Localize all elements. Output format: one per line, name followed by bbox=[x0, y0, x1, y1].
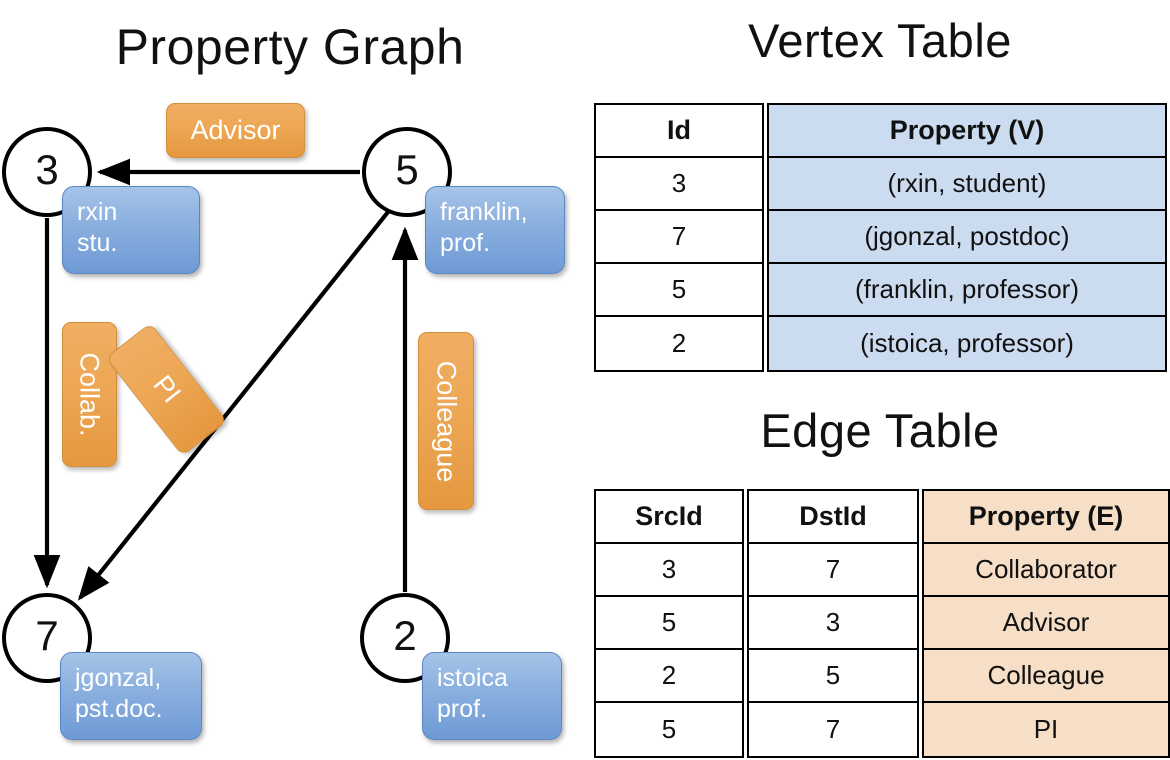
edge-table-property-column: Property (E) Collaborator Advisor Collea… bbox=[922, 489, 1170, 758]
node-label: 5 bbox=[395, 146, 419, 193]
edge-table-cell-srcid: 5 bbox=[596, 597, 742, 650]
edge-table-cell-property: Collaborator bbox=[924, 544, 1168, 597]
vertex-table-cell-property: (rxin, student) bbox=[769, 158, 1165, 211]
vertex-property-box-7: jgonzal, pst.doc. bbox=[60, 652, 202, 740]
vertex-property-box-3: rxin stu. bbox=[62, 186, 200, 274]
graph-edges-svg bbox=[33, 158, 419, 601]
vertex-table-property-column: Property (V) (rxin, student) (jgonzal, p… bbox=[767, 103, 1167, 372]
node-label: 7 bbox=[35, 612, 59, 659]
vertex-property-line1: franklin, bbox=[440, 198, 528, 226]
edge-table-cell-property: Colleague bbox=[924, 650, 1168, 703]
edge-table-cell-srcid: 3 bbox=[596, 544, 742, 597]
vertex-table-id-column: Id 3 7 5 2 bbox=[594, 103, 764, 372]
edge-label-text: Colleague bbox=[431, 360, 462, 482]
edge-table: SrcId 3 5 2 5 DstId 7 3 5 7 Property (E)… bbox=[594, 489, 1170, 758]
edge-table-cell-dstid: 3 bbox=[749, 597, 917, 650]
edge-table-cell-srcid: 2 bbox=[596, 650, 742, 703]
edge-table-header-property: Property (E) bbox=[924, 491, 1168, 544]
edge-table-cell-srcid: 5 bbox=[661, 714, 677, 744]
graph-node-2[interactable]: 2 bbox=[360, 593, 450, 683]
edge-label-colleague: Colleague bbox=[418, 332, 474, 510]
edge-label-text: Collab. bbox=[75, 352, 106, 437]
vertex-table-cell-id: 3 bbox=[596, 158, 762, 211]
vertex-property-line2: stu. bbox=[77, 229, 118, 257]
vertex-table-cell-property: (franklin, professor) bbox=[769, 264, 1165, 317]
edge-table-cell-property: Advisor bbox=[924, 597, 1168, 650]
vertex-property-line1: jgonzal, bbox=[75, 664, 162, 692]
vertex-table-cell-property: (jgonzal, postdoc) bbox=[769, 211, 1165, 264]
edge-table-header-dstid: DstId bbox=[749, 491, 917, 544]
graph-title: Property Graph bbox=[115, 19, 465, 75]
edge-5-to-7 bbox=[77, 210, 390, 601]
node-label: 3 bbox=[35, 146, 59, 193]
vertex-property-box-5: franklin, prof. bbox=[425, 186, 565, 274]
edge-table-cell-dstid: 7 bbox=[749, 544, 917, 597]
edge-table-cell-dstid: 5 bbox=[749, 650, 917, 703]
vertex-table-title: Vertex Table bbox=[748, 14, 1012, 67]
vertex-table-header-property: Property (V) bbox=[769, 105, 1165, 158]
vertex-table-cell-id: 7 bbox=[596, 211, 762, 264]
edge-table-header-srcid: SrcId bbox=[596, 491, 742, 544]
vertex-table-header-id: Id bbox=[596, 105, 762, 158]
vertex-property-line2: prof. bbox=[437, 695, 488, 723]
edge-label-advisor: Advisor bbox=[166, 103, 305, 158]
edge-label-text: Advisor bbox=[190, 115, 281, 145]
edge-table-title: Edge Table bbox=[760, 404, 1000, 457]
vertex-table-cell-id: 5 bbox=[596, 264, 762, 317]
edge-table-cell-dstid: 7 bbox=[825, 714, 841, 744]
vertex-property-box-2: istoica prof. bbox=[422, 652, 562, 740]
edge-label-text: PI bbox=[147, 369, 187, 409]
vertex-property-line1: rxin bbox=[77, 198, 118, 226]
vertex-table: Id 3 7 5 2 Property (V) (rxin, student) … bbox=[594, 103, 1167, 372]
node-label: 2 bbox=[393, 612, 417, 659]
edge-table-cell-property: PI bbox=[924, 703, 1168, 756]
vertex-property-line2: pst.doc. bbox=[75, 695, 163, 723]
vertex-property-line1: istoica bbox=[437, 664, 508, 692]
edge-table-srcid-column: SrcId 3 5 2 5 bbox=[594, 489, 744, 758]
edge-label-collab: Collab. bbox=[62, 322, 117, 467]
vertex-table-cell-property: (istoica, professor) bbox=[769, 317, 1165, 370]
vertex-table-cell-id: 2 bbox=[671, 328, 687, 358]
edge-table-dstid-column: DstId 7 3 5 7 bbox=[747, 489, 919, 758]
graph-node-5[interactable]: 5 bbox=[362, 127, 452, 217]
vertex-property-line2: prof. bbox=[440, 229, 491, 257]
